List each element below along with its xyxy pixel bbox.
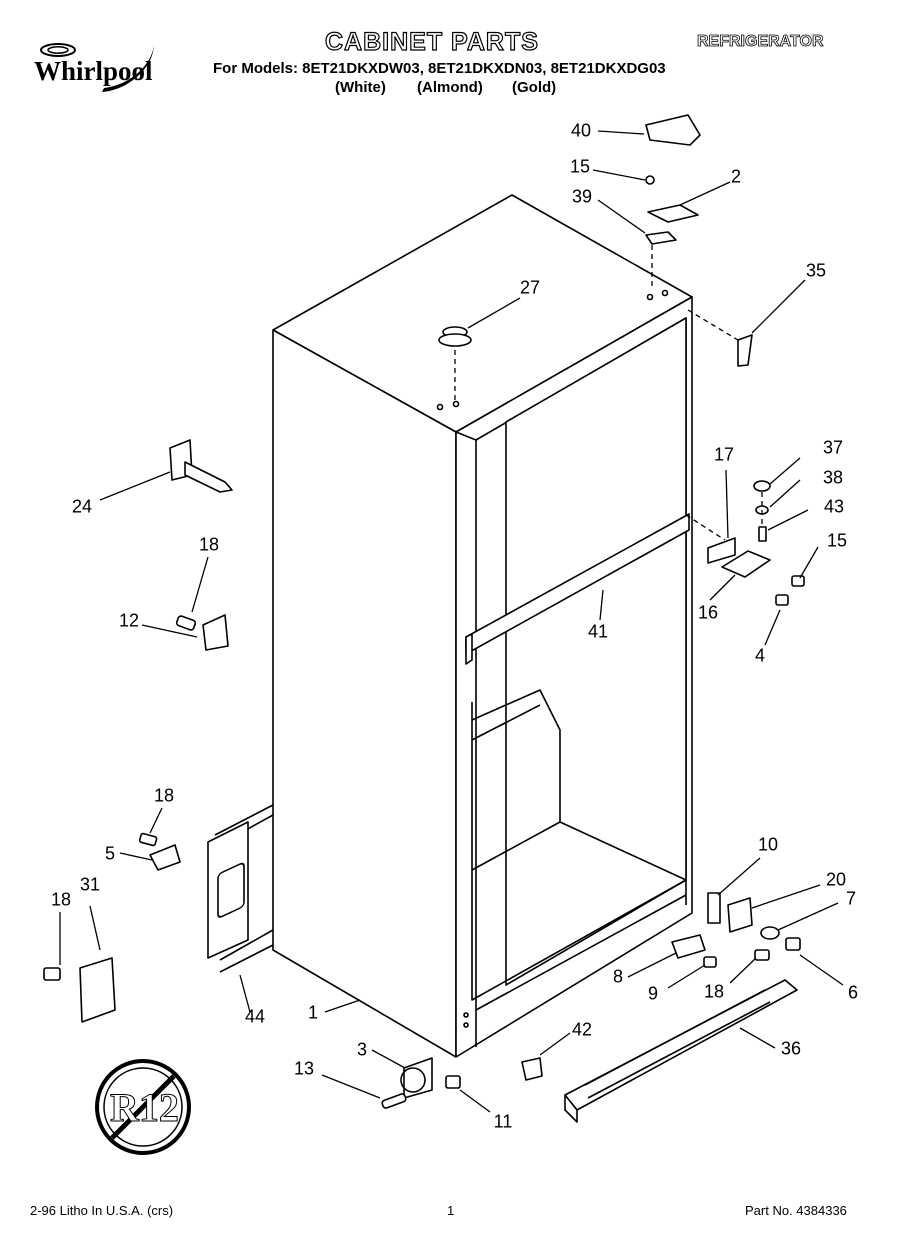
callout-24: 24 [71,496,93,517]
callout-1: 1 [307,1002,319,1023]
r12-prohibition-stamp [95,1059,191,1155]
svg-text:Whirlpool: Whirlpool [34,56,153,86]
hinge-cover-40 [645,114,701,146]
callout-11: 11 [493,1111,513,1132]
callout-4: 4 [754,645,766,666]
models-line: For Models: 8ET21DKXDW03, 8ET21DKXDN03, … [213,60,666,77]
lower-hinge-parts [381,1057,461,1109]
plug-27 [438,326,472,347]
page-number: 1 [447,1203,455,1218]
variant-white: (White) [335,79,386,96]
category-label: REFRIGERATOR [697,33,824,51]
variant-gold: (Gold) [512,79,557,96]
r12-stamp-text: R12 [110,1085,180,1131]
callout-15: 15 [569,156,591,177]
callout-9: 9 [647,983,659,1004]
callout-40: 40 [570,120,592,141]
callout-18: 18 [198,534,220,555]
clip-42 [521,1057,543,1081]
callout-13: 13 [293,1058,315,1079]
divider-bar-41 [465,513,690,665]
callout-31: 31 [79,874,101,895]
callout-41: 41 [587,621,609,642]
callout-6: 6 [847,982,859,1003]
callout-36: 36 [780,1038,802,1059]
callout-27: 27 [519,277,541,298]
callout-43: 43 [823,496,845,517]
callout-35: 35 [805,260,827,281]
bottom-hinge-assembly [671,892,801,968]
callout-38: 38 [822,467,844,488]
bracket-12 [175,614,229,651]
part-number: Part No. 4384336 [745,1203,847,1218]
cabinet-body [272,194,693,1058]
callout-15: 15 [826,530,848,551]
callout-42: 42 [571,1019,593,1040]
callout-3: 3 [356,1039,368,1060]
callout-16: 16 [697,602,719,623]
leader-lines [59,130,844,1113]
callout-2: 2 [730,166,742,187]
callout-18: 18 [50,889,72,910]
page-title: CABINET PARTS [324,27,539,56]
callout-10: 10 [757,834,779,855]
callout-18: 18 [703,981,725,1002]
callout-44: 44 [244,1006,266,1027]
callout-8: 8 [612,966,624,987]
callout-20: 20 [825,869,847,890]
middle-hinge-assembly [707,480,805,606]
side-rail-44 [207,804,274,973]
variant-almond: (Almond) [417,79,483,96]
whirlpool-swirl-icon: Whirlpool [34,43,154,92]
litho-note: 2-96 Litho In U.S.A. (crs) [30,1203,174,1218]
top-hinge-assembly [645,175,699,245]
callout-37: 37 [822,437,844,458]
leveling-screw-24 [169,439,233,493]
callout-39: 39 [571,186,593,207]
callout-7: 7 [845,888,857,909]
cover-31 [43,957,116,1023]
base-grille-36 [564,979,798,1123]
cap-35 [737,334,753,367]
callout-17: 17 [713,444,735,465]
callout-5: 5 [104,843,116,864]
bracket-5 [138,832,181,871]
brand-logo: Whirlpool [32,40,182,100]
callout-12: 12 [118,610,140,631]
callout-18: 18 [153,785,175,806]
